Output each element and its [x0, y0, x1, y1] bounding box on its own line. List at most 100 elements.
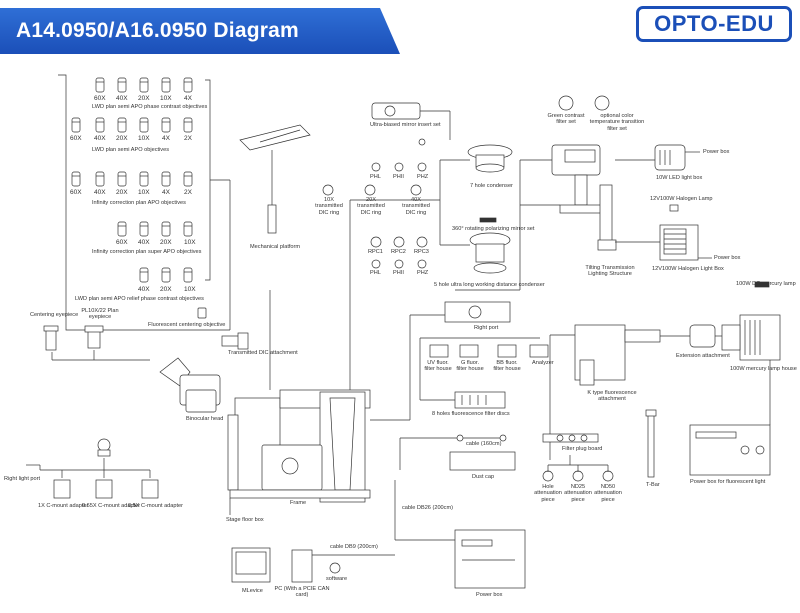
dc-mercury-label: 100W DC mercury lamp — [736, 281, 796, 287]
objective-row-2 — [71, 117, 193, 133]
mechanical-platform-drawing — [239, 124, 311, 234]
obj-r2-m3: 10X — [138, 135, 150, 142]
fluor-disc-label: 8 holes fluorescence filter discs — [432, 411, 510, 417]
obj-r2-m5: 2X — [184, 135, 192, 142]
mercury-house-label: 100W mercury lamp house — [730, 366, 797, 372]
obj-r3-m3: 10X — [138, 189, 150, 196]
t-bar-label: T-Bar — [646, 482, 660, 488]
objective-row-5 — [139, 267, 193, 283]
obj-r3-m4: 4X — [162, 189, 170, 196]
brand-logo: OPTO-EDU — [636, 6, 792, 42]
color-temp-filter-label: optional color temperature transition fi… — [589, 113, 645, 132]
title-banner — [0, 8, 400, 54]
microscope-frame-drawing — [227, 290, 371, 503]
obj-r5-m0: 40X — [138, 286, 150, 293]
seven-hole-condenser-drawing — [467, 144, 513, 173]
transmitted-dic-label: Transmitted DIC attachment — [228, 350, 298, 356]
ph-bottom-label-2: PHZ — [417, 270, 429, 276]
bb-block-label: BB fluor. filter house — [493, 360, 521, 373]
brand-logo-text: OPTO-EDU — [654, 11, 774, 36]
obj-row4-label: Infinity correction plan super APO objec… — [92, 249, 202, 255]
obj-r5-m2: 10X — [184, 286, 196, 293]
dic20-label: 20X transmitted DIC ring — [357, 197, 385, 216]
k-type-fluorescence-drawing — [574, 324, 661, 386]
fluor-centering-label: Fluorescent centering objective — [148, 322, 226, 328]
mlevice-label: MLevice — [242, 588, 263, 594]
obj-r2-m0: 60X — [70, 135, 82, 142]
obj-r2-m4: 4X — [162, 135, 170, 142]
obj-row5-label: LWD plan semi APO relief phase contrast … — [75, 296, 204, 302]
page-title: A14.0950/A16.0950 Diagram — [16, 19, 299, 42]
polarizer-label: 360° rotating polarizing mirror set — [452, 226, 535, 232]
obj-r3-m2: 20X — [116, 189, 128, 196]
obj-r1-m0: 60X — [94, 95, 106, 102]
obj-r1-m2: 20X — [138, 95, 150, 102]
ph-label-2: PHZ — [417, 174, 429, 180]
halogen-box-label: 12V100W Halogen Light Box — [652, 266, 724, 272]
right-light-port-label: Right light port — [4, 476, 41, 482]
atten-label-1: ND25 attenuation piece — [564, 484, 592, 503]
atten-label-2: ND50 attenuation piece — [594, 484, 622, 503]
c-mount-05x-label: 0.5X C-mount adapter — [128, 503, 184, 509]
c-mount-065x-label: 0.65X C-mount adapter — [82, 503, 141, 509]
green-filter-label: Green contrast filter set — [547, 113, 585, 126]
filter-plug-label: Filter plug board — [562, 446, 603, 452]
software-label: software — [326, 576, 348, 582]
objective-row-4 — [117, 221, 193, 237]
ktype-label: K type fluorescence attachment — [587, 390, 637, 403]
ph-label-1: PHII — [393, 174, 404, 180]
frame-label: Frame — [290, 500, 307, 506]
obj-row2-label: LWD plan semi APO objectives — [92, 147, 169, 153]
stage-box-label: Stage floor box — [226, 517, 264, 523]
obj-r5-m1: 20X — [160, 286, 172, 293]
extension-attachment-label: Extension attachment — [676, 353, 730, 359]
obj-row3-label: Infinity correction plan APO objectives — [92, 200, 186, 206]
rpc-label-0: RPC1 — [368, 249, 383, 255]
ph-bottom-label-1: PHII — [393, 270, 404, 276]
dic10-label: 10X transmitted DIC ring — [315, 197, 343, 216]
halogen-lamp-label: 12V100W Halogen Lamp — [650, 196, 713, 202]
analyzer-label: Analyzer — [532, 360, 554, 366]
ph-bottom-label-0: PHL — [370, 270, 381, 276]
seven-hole-condenser-label: 7 hole condenser — [470, 183, 513, 189]
tilting-transmission-drawing — [551, 144, 617, 251]
atten-label-0: Hole attenuation piece — [534, 484, 562, 503]
mechanical-platform-label: Mechanical platform — [250, 244, 301, 250]
obj-row1-label: LWD plan semi APO phase contrast objecti… — [92, 104, 208, 110]
power-box-label-2: Power box — [714, 255, 741, 261]
five-hole-condenser-label: 5 hole ultra long working distance conde… — [434, 282, 545, 288]
objective-row-3 — [71, 171, 193, 187]
obj-r4-m3: 10X — [184, 239, 196, 246]
obj-r4-m0: 60X — [116, 239, 128, 246]
g-block-label: G fluor. filter house — [456, 360, 484, 373]
mercury-lamp-house-drawing — [721, 314, 781, 361]
pc-label: PC (With a PCIE CAN card) — [274, 586, 330, 599]
cable-db26-label: cable DB26 (200cm) — [402, 505, 453, 511]
plan-eyepiece-label: PL10X/22 Plan eyepiece — [81, 308, 119, 321]
dust-cap-label: Dust cap — [472, 474, 495, 480]
cable-160-label: cable (160cm) — [466, 441, 502, 447]
rpc-label-2: RPC3 — [414, 249, 429, 255]
objective-row-1 — [95, 77, 193, 93]
rpc-label-1: RPC2 — [391, 249, 406, 255]
five-hole-condenser-drawing — [469, 232, 511, 274]
obj-r1-m3: 10X — [160, 95, 172, 102]
led-box-label: 10W LED light box — [656, 175, 703, 181]
obj-r3-m1: 40X — [94, 189, 106, 196]
uv-block-label: UV fluor. filter house — [424, 360, 452, 373]
tilting-transmission-label: Tilting Transmission Lighting Structure — [585, 265, 635, 278]
obj-r1-m4: 4X — [184, 95, 192, 102]
centering-eyepiece-label: Centering eyepiece — [30, 312, 79, 318]
cable-db9-label: cable DB9 (200cm) — [330, 544, 378, 550]
plan-eyepiece-drawing — [84, 325, 104, 349]
obj-r4-m1: 40X — [138, 239, 150, 246]
c-mount-1x-label: 1X C-mount adapter — [38, 503, 89, 509]
binocular-head-drawing — [159, 357, 221, 413]
dic40-label: 40X transmitted DIC ring — [402, 197, 430, 216]
centering-eyepiece-drawing — [43, 325, 59, 351]
ph-label-0: PHL — [370, 174, 381, 180]
power-box-label-1: Power box — [703, 149, 730, 155]
power-box-bottom-label: Power box — [476, 592, 503, 598]
right-port-label: Right port — [474, 325, 499, 331]
